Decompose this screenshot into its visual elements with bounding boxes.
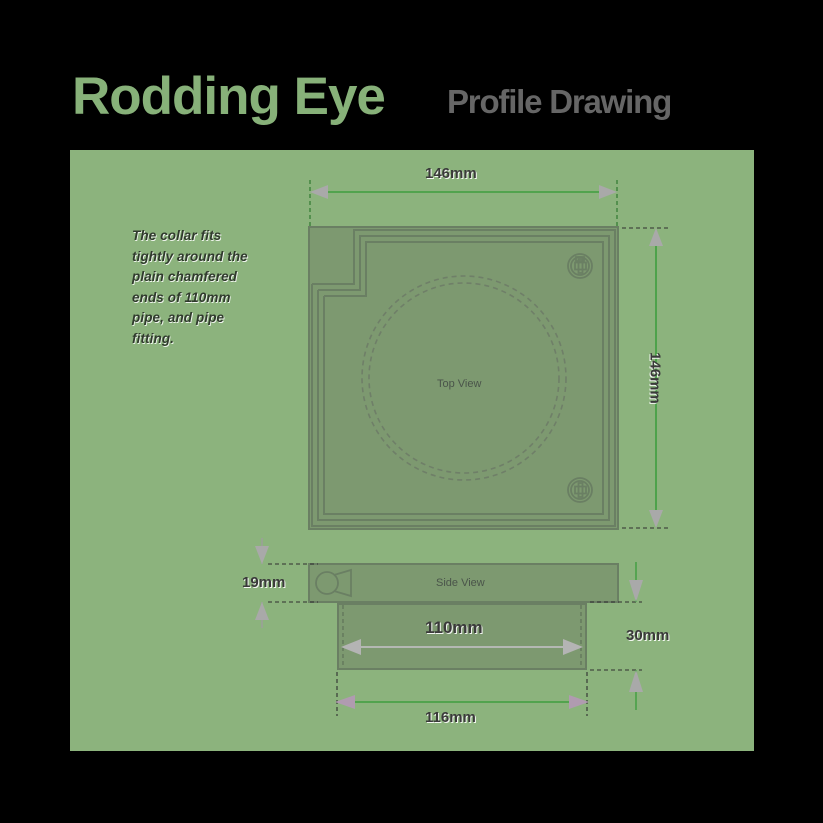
overall-width-value: 116mm [425, 709, 476, 726]
page-title: Rodding Eye [72, 67, 386, 126]
screw-top-right-icon [567, 253, 593, 279]
top-view-label: Top View [437, 378, 482, 390]
page-header: Rodding Eye Profile Drawing [72, 66, 772, 136]
overall-width-dimension [335, 672, 589, 716]
drawing-panel: The collar fits tightly around the plain… [70, 150, 754, 751]
side-view-body [337, 603, 587, 670]
pipe-bore-circles [361, 275, 567, 481]
top-view-width-value: 146mm [425, 165, 477, 182]
side-view-graphics [255, 538, 643, 716]
page-subtitle: Profile Drawing [447, 83, 672, 120]
body-width-dimension [341, 605, 583, 668]
side-view-label: Side View [436, 577, 485, 589]
body-height-value: 30mm [626, 627, 670, 644]
screw-bottom-right-icon [567, 477, 593, 503]
keyhole-icon [315, 568, 352, 598]
side-view-flange [308, 563, 619, 603]
top-view-height-dimension [622, 227, 670, 529]
body-width-value: 110mm [425, 618, 483, 637]
body-height-dimension [590, 562, 643, 710]
flange-height-value: 19mm [242, 574, 286, 591]
flange-height-dimension [255, 538, 318, 628]
top-view-graphics [309, 180, 670, 529]
collar-note: The collar fits tightly around the plain… [132, 228, 248, 346]
plate-chamfer-outlines [311, 229, 616, 527]
top-view-width-dimension [309, 180, 618, 228]
